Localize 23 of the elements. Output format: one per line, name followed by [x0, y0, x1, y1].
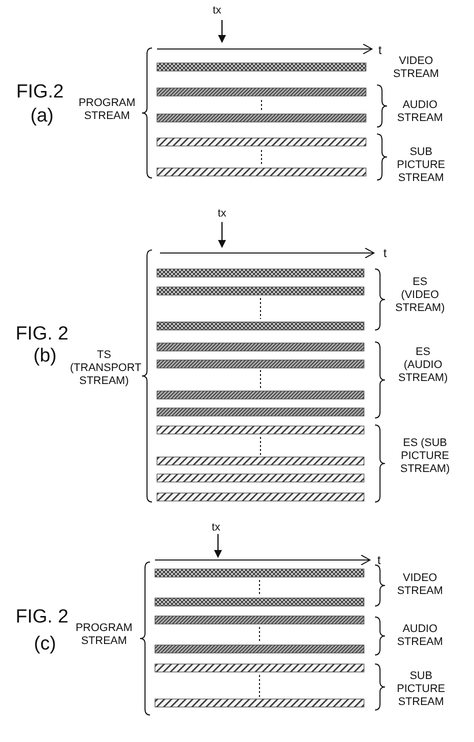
figure-label: (b) [32, 346, 58, 368]
axis-label: tx [210, 521, 222, 535]
stream-label: VIDEO STREAM [396, 572, 444, 598]
stream-label: SUB PICTURE STREAM [396, 146, 446, 186]
figure-label: (c) [32, 634, 58, 656]
stream-label: SUB PICTURE STREAM [396, 670, 446, 710]
figure-label: FIG.2 [15, 82, 65, 104]
axis-label: t [377, 42, 383, 58]
figure-label: (a) [29, 106, 55, 128]
stream-label: VIDEO STREAM [392, 54, 440, 82]
stream-label: AUDIO STREAM [396, 98, 444, 126]
figure-label: FIG. 2 [14, 606, 70, 630]
stream-label: PROGRAM STREAM [74, 622, 134, 648]
axis-label: tx [212, 4, 222, 18]
axis-label: tx [216, 207, 228, 221]
figure-label: FIG. 2 [14, 324, 70, 346]
stream-label: ES (VIDEO STREAM) [394, 276, 446, 316]
stream-label: ES (SUB PICTURE STREAM) [399, 437, 451, 477]
axis-label: t [376, 552, 382, 568]
stream-label: ES (AUDIO STREAM) [397, 346, 449, 386]
axis-label: t [382, 246, 388, 260]
stream-label: PROGRAM STREAM [78, 96, 136, 124]
stream-label: AUDIO STREAM [396, 622, 444, 650]
